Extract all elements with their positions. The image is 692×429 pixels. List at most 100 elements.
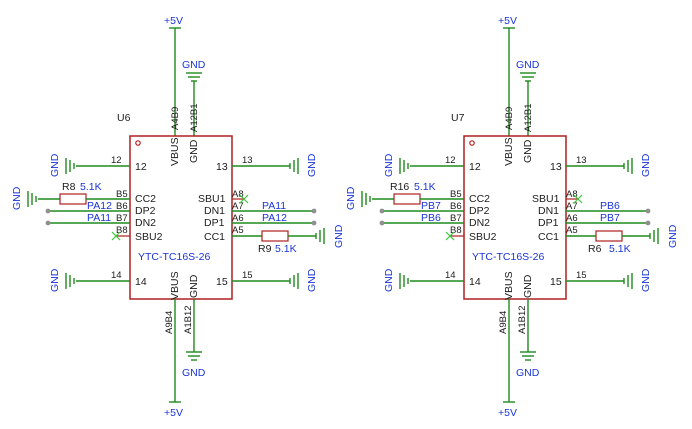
net-node	[311, 220, 317, 226]
pin-number: A6	[566, 213, 578, 224]
power-label-top: +5V	[164, 15, 183, 27]
pin-name: DN1	[204, 205, 225, 217]
net-node	[645, 220, 651, 226]
ground-symbol	[623, 273, 633, 289]
no-connect-mark	[239, 194, 249, 204]
gnd-label: GND	[345, 186, 357, 210]
pin-name: DP2	[135, 205, 156, 217]
pin-number: 13	[576, 155, 587, 166]
pin-number: B5	[450, 189, 462, 200]
ground-symbol	[361, 191, 371, 207]
resistor	[595, 230, 623, 242]
pin-name: GND	[522, 274, 534, 298]
gnd-label-top: GND	[516, 59, 540, 71]
pin-number: 14	[111, 270, 122, 281]
net-node	[379, 208, 385, 214]
gnd-label-top: GND	[182, 59, 206, 71]
pin-name: CC2	[469, 193, 490, 205]
ground-symbol	[27, 191, 37, 207]
net-node	[379, 220, 385, 226]
pin-name: 13	[216, 161, 228, 173]
gnd-label: GND	[383, 268, 395, 292]
resistor-value: 5.1K	[80, 181, 102, 193]
pin-name: DN2	[135, 217, 156, 229]
resistor-ref: R16	[390, 181, 409, 193]
pin-name: SBU1	[198, 193, 226, 205]
pin-number: 12	[445, 155, 456, 166]
pin-name: 14	[469, 276, 481, 288]
gnd-label: GND	[11, 186, 23, 210]
pin-name: VBUS	[503, 271, 515, 300]
pin-name: DP1	[204, 217, 225, 229]
ground-symbol	[649, 228, 659, 244]
ground-symbol	[315, 228, 325, 244]
resistor	[59, 193, 87, 205]
no-connect-mark	[111, 231, 121, 241]
pin-number: 15	[242, 270, 253, 281]
resistor-ref: R9	[258, 243, 272, 255]
pin-name: VBUS	[169, 137, 181, 166]
pin-name: 15	[216, 276, 228, 288]
pin-number: A1B12	[183, 305, 194, 334]
pin-number: A4B9	[170, 107, 181, 130]
gnd-label: GND	[49, 268, 61, 292]
pin-name: DP2	[469, 205, 490, 217]
pin-name: VBUS	[169, 271, 181, 300]
net-node	[45, 208, 51, 214]
gnd-label-bottom: GND	[182, 367, 206, 379]
pin-name: SBU1	[532, 193, 560, 205]
net-label: PB6	[421, 212, 441, 224]
net-label: PB7	[600, 212, 620, 224]
net-node	[645, 208, 651, 214]
ground-symbol	[399, 273, 409, 289]
net-node	[45, 220, 51, 226]
pin-number: B8	[450, 225, 462, 236]
power-label-bottom: +5V	[498, 407, 517, 419]
resistor-value: 5.1K	[609, 243, 631, 255]
pin-number: A8	[566, 189, 578, 200]
pin-number: A9B4	[164, 311, 175, 334]
pin-name: GND	[188, 274, 200, 298]
net-label: PA12	[87, 200, 112, 212]
connector-u6: +5V GND U6 A4B9 A12B1 VBUS GND 12 12 GND…	[11, 15, 345, 419]
pin-number: 12	[111, 155, 122, 166]
pin-number: 15	[576, 270, 587, 281]
power-label-top: +5V	[498, 15, 517, 27]
pin-number: B7	[450, 213, 462, 224]
pin-name: CC1	[204, 231, 225, 243]
gnd-label: GND	[640, 268, 652, 292]
pin-number: A12B1	[523, 103, 534, 132]
gnd-label: GND	[49, 153, 61, 177]
pin-name: DN2	[469, 217, 490, 229]
net-label: PA12	[262, 212, 287, 224]
pin-name: 14	[135, 276, 147, 288]
pin-name: 12	[469, 161, 481, 173]
ground-symbol	[186, 351, 202, 361]
pin-number: A4B9	[504, 107, 515, 130]
resistor-ref: R6	[588, 243, 602, 255]
pin-name: GND	[522, 139, 534, 163]
net-label: PB7	[421, 200, 441, 212]
pin-name: CC2	[135, 193, 156, 205]
pin-name: 15	[550, 276, 562, 288]
pin-number: A1B12	[517, 305, 528, 334]
resistor	[261, 230, 289, 242]
gnd-label: GND	[383, 153, 395, 177]
no-connect-mark	[573, 194, 583, 204]
gnd-label-bottom: GND	[516, 367, 540, 379]
pin-number: A7	[566, 201, 578, 212]
ground-symbol	[289, 273, 299, 289]
part-number: YTC-TC16S-26	[472, 251, 545, 263]
resistor	[393, 193, 421, 205]
connector-body	[129, 135, 233, 300]
ground-symbol	[623, 158, 633, 174]
net-label: PB6	[600, 200, 620, 212]
gnd-label: GND	[667, 224, 679, 248]
ref-designator: U7	[451, 112, 465, 124]
gnd-label: GND	[306, 153, 318, 177]
pin-name: GND	[188, 139, 200, 163]
pin-number: A5	[566, 225, 578, 236]
pin-name: CC1	[538, 231, 559, 243]
ref-designator: U6	[117, 112, 131, 124]
